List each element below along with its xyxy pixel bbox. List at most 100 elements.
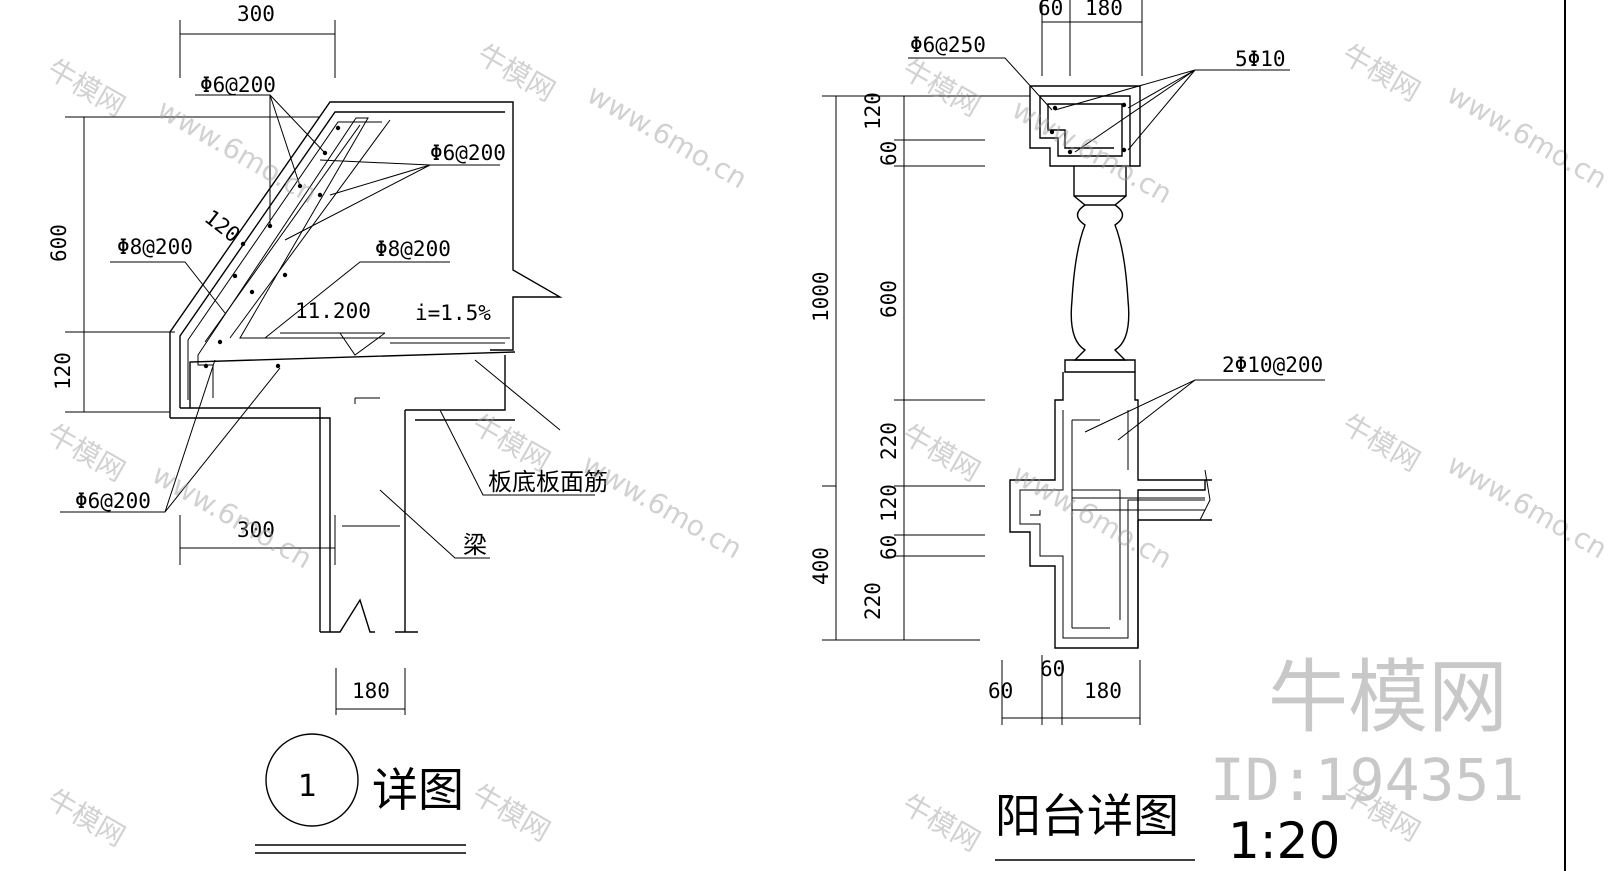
dim-1000-line [822, 95, 1030, 641]
watermark-site-2: 牛模网 [472, 37, 561, 108]
baluster-neck [1073, 166, 1127, 206]
slab-hook [1030, 510, 1041, 516]
detail-2-title: 阳台详图 [995, 789, 1179, 843]
watermark-site-9: 牛模网 [42, 782, 131, 853]
pedestal-outline [1009, 372, 1206, 649]
dim-w60b-label: 60 [1040, 657, 1065, 681]
parapet-inner [179, 111, 505, 408]
leader-e [60, 359, 281, 513]
rebar-c-label: Φ8@200 [117, 235, 193, 259]
dim-top60-label: 60 [1038, 0, 1063, 20]
slope-grade-label: i=1.5% [415, 301, 491, 325]
pedestal-rebar [1071, 419, 1205, 629]
watermark-url-7: www.6mo.cn [1007, 457, 1178, 575]
watermark-site-1: 牛模网 [42, 52, 131, 123]
dim-b220-label: 220 [861, 582, 885, 620]
leader-b [284, 159, 500, 241]
elevation-label: 11.200 [295, 299, 371, 323]
dim-220-label: 220 [877, 422, 901, 460]
leader-a [195, 94, 326, 228]
dim-beam [335, 668, 406, 715]
dim-top-line [1041, 0, 1143, 76]
rebar-b-label: Φ6@200 [430, 141, 506, 165]
dim-b60-label: 60 [877, 535, 901, 560]
detail-1-underline [255, 844, 466, 854]
detail-1-title: 详图 [372, 763, 464, 817]
main-bar-leader [1054, 69, 1290, 153]
slope-dim-label: 120 [200, 205, 245, 247]
watermark-site-10: 牛模网 [467, 777, 556, 848]
watermark-url-5: www.6mo.cn [147, 457, 318, 575]
slab-rebar-label: 板底板面筋 [488, 468, 608, 496]
parapet-outline [169, 101, 563, 418]
dim-top180-label: 180 [1085, 0, 1123, 20]
detail-number: 1 [298, 769, 317, 804]
pedestal-inner [1019, 410, 1205, 639]
watermark-url-6: www.6mo.cn [577, 447, 748, 565]
detail-1-drawing [60, 20, 595, 854]
rebar-e-label: Φ6@200 [75, 489, 151, 513]
dim-600-label: 600 [47, 224, 71, 262]
break-line [320, 598, 418, 633]
watermarks: 牛模网 www.6mo.cn 牛模网 www.6mo.cn 牛模网 www.6m… [42, 37, 1610, 858]
scale-label: 1:20 [1228, 812, 1340, 870]
drawing-frame-border [1564, 0, 1566, 871]
watermark-site-11: 牛模网 [897, 787, 986, 858]
stirrup-label: Φ6@250 [910, 33, 986, 57]
dim-120-label: 120 [861, 92, 885, 130]
watermark-site-5: 牛模网 [42, 417, 131, 488]
watermark-site-7: 牛模网 [897, 417, 986, 488]
baluster-base [1064, 359, 1136, 373]
watermark-brand: 牛模网 [1268, 651, 1508, 744]
dim-top-label: 300 [237, 2, 275, 26]
watermark-url-4: www.6mo.cn [1442, 77, 1610, 195]
hook [354, 397, 380, 404]
detail-number-circle [265, 733, 359, 827]
dim-left [65, 116, 320, 413]
watermark-site-4: 牛模网 [1337, 37, 1426, 108]
rebar-outer [187, 121, 382, 400]
slab-edge [1137, 479, 1212, 648]
dim-top [179, 20, 336, 78]
rebar-a-label: Φ6@200 [200, 73, 276, 97]
dim-w60a-label: 60 [988, 679, 1013, 703]
watermark-id: ID:194351 [1210, 746, 1524, 814]
watermark-url-2: www.6mo.cn [582, 77, 753, 195]
rebar-d-label: Φ8@200 [375, 237, 451, 261]
slab-top [170, 351, 516, 632]
leader-c [110, 261, 226, 314]
watermark-url-3: www.6mo.cn [1007, 92, 1178, 210]
dim-bottom-line [1001, 655, 1141, 725]
dim-60-label: 60 [877, 141, 901, 166]
bars-label: 2Φ10@200 [1222, 353, 1323, 377]
slab-bottom [190, 407, 321, 632]
slab-break [1199, 469, 1211, 521]
baluster-body [1070, 204, 1130, 361]
leaders-labels [342, 359, 595, 559]
dim-120-label: 120 [51, 352, 75, 390]
watermark-url-1: www.6mo.cn [152, 92, 323, 210]
detail-2-drawing [822, 0, 1325, 861]
dim-bottom [179, 515, 336, 565]
slab-right [405, 355, 506, 411]
stirrup-leader [908, 57, 1053, 111]
elevation-symbol [280, 332, 386, 356]
rebar-slope [204, 119, 391, 343]
beam-label: 梁 [463, 531, 487, 559]
dim-w180-label: 180 [1084, 679, 1122, 703]
leader-d [264, 261, 450, 339]
bars-leader [1084, 379, 1325, 441]
dim-inner-line [894, 96, 985, 640]
dim-400-label: 400 [809, 547, 833, 585]
watermark-url-8: www.6mo.cn [1442, 447, 1610, 565]
dim-600-label: 600 [877, 280, 901, 318]
main-bar-label: 5Φ10 [1235, 47, 1286, 71]
dim-beam-label: 180 [352, 679, 390, 703]
cap-rebar [1029, 86, 1131, 167]
dim-bottom-label: 300 [237, 518, 275, 542]
beam-right [404, 410, 515, 632]
watermark-site-3: 牛模网 [897, 52, 986, 123]
dim-1000-label: 1000 [809, 271, 833, 322]
dim-b120-label: 120 [877, 484, 901, 522]
